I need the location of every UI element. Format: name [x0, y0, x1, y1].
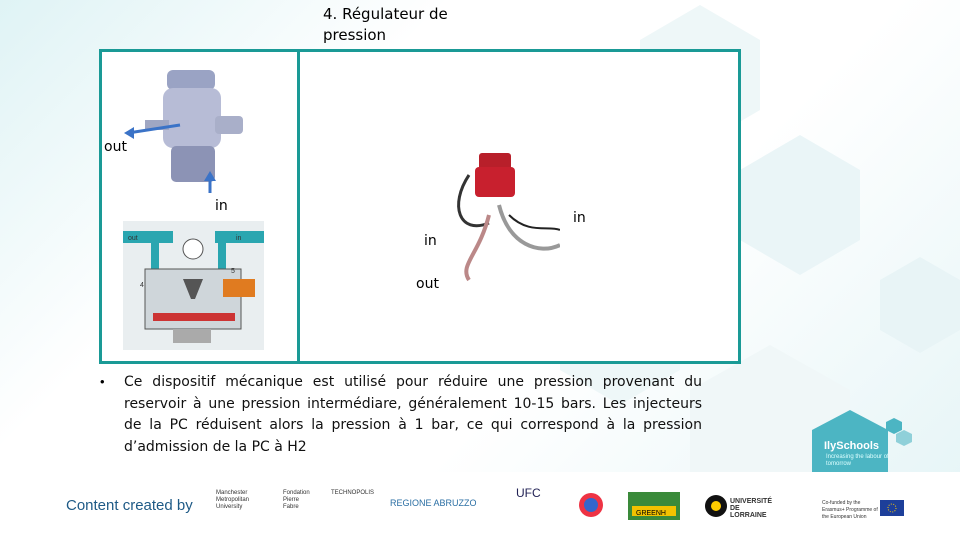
logo-lorraine: UNIVERSITÉ DE LORRAINE — [730, 498, 774, 519]
regulator-schematic-image: out in 4 5 — [123, 221, 264, 350]
logo-lorraine-icon — [704, 494, 728, 518]
bullet-text: Ce dispositif mécanique est utilisé pour… — [124, 372, 702, 458]
brand-tagline: Increasing the labour of tomorrow — [826, 454, 896, 468]
diagram-label-4: 4 — [140, 282, 144, 289]
logo-greenh: GREENH — [628, 492, 680, 520]
logo-technopolis: TECHNOPOLIS — [331, 490, 367, 497]
diagram-label-out: out — [128, 235, 138, 242]
logo-erasmus: Co-funded by the Erasmus+ Programme of t… — [822, 500, 880, 521]
greenh-text: GREENH — [636, 510, 666, 517]
logo-regione: REGIONE ABRUZZO — [390, 500, 490, 507]
brand-name: IlySchools — [824, 440, 879, 452]
label-in-mid: in — [424, 233, 437, 249]
label-out-left: out — [104, 139, 127, 155]
regulator-photo-image — [449, 55, 560, 336]
frame-divider — [297, 49, 300, 364]
label-in-left: in — [215, 198, 228, 214]
slide-title: 4. Régulateur de pression — [323, 4, 493, 46]
label-in-right: in — [573, 210, 586, 226]
logo-manchester: Manchester Metropolitan University — [216, 490, 268, 511]
logo-emblem-icon — [578, 492, 604, 518]
bullet-marker: • — [100, 374, 105, 389]
logo-ufc: UFC — [516, 490, 541, 497]
label-out-mid: out — [416, 276, 439, 292]
content-credit: Content created by — [66, 497, 193, 514]
logo-fondation: Fondation Pierre Fabre — [283, 490, 313, 511]
eu-flag-icon — [880, 500, 904, 516]
diagram-label-5: 5 — [231, 268, 235, 275]
diagram-label-in: in — [236, 235, 242, 242]
flow-arrows — [120, 115, 230, 195]
